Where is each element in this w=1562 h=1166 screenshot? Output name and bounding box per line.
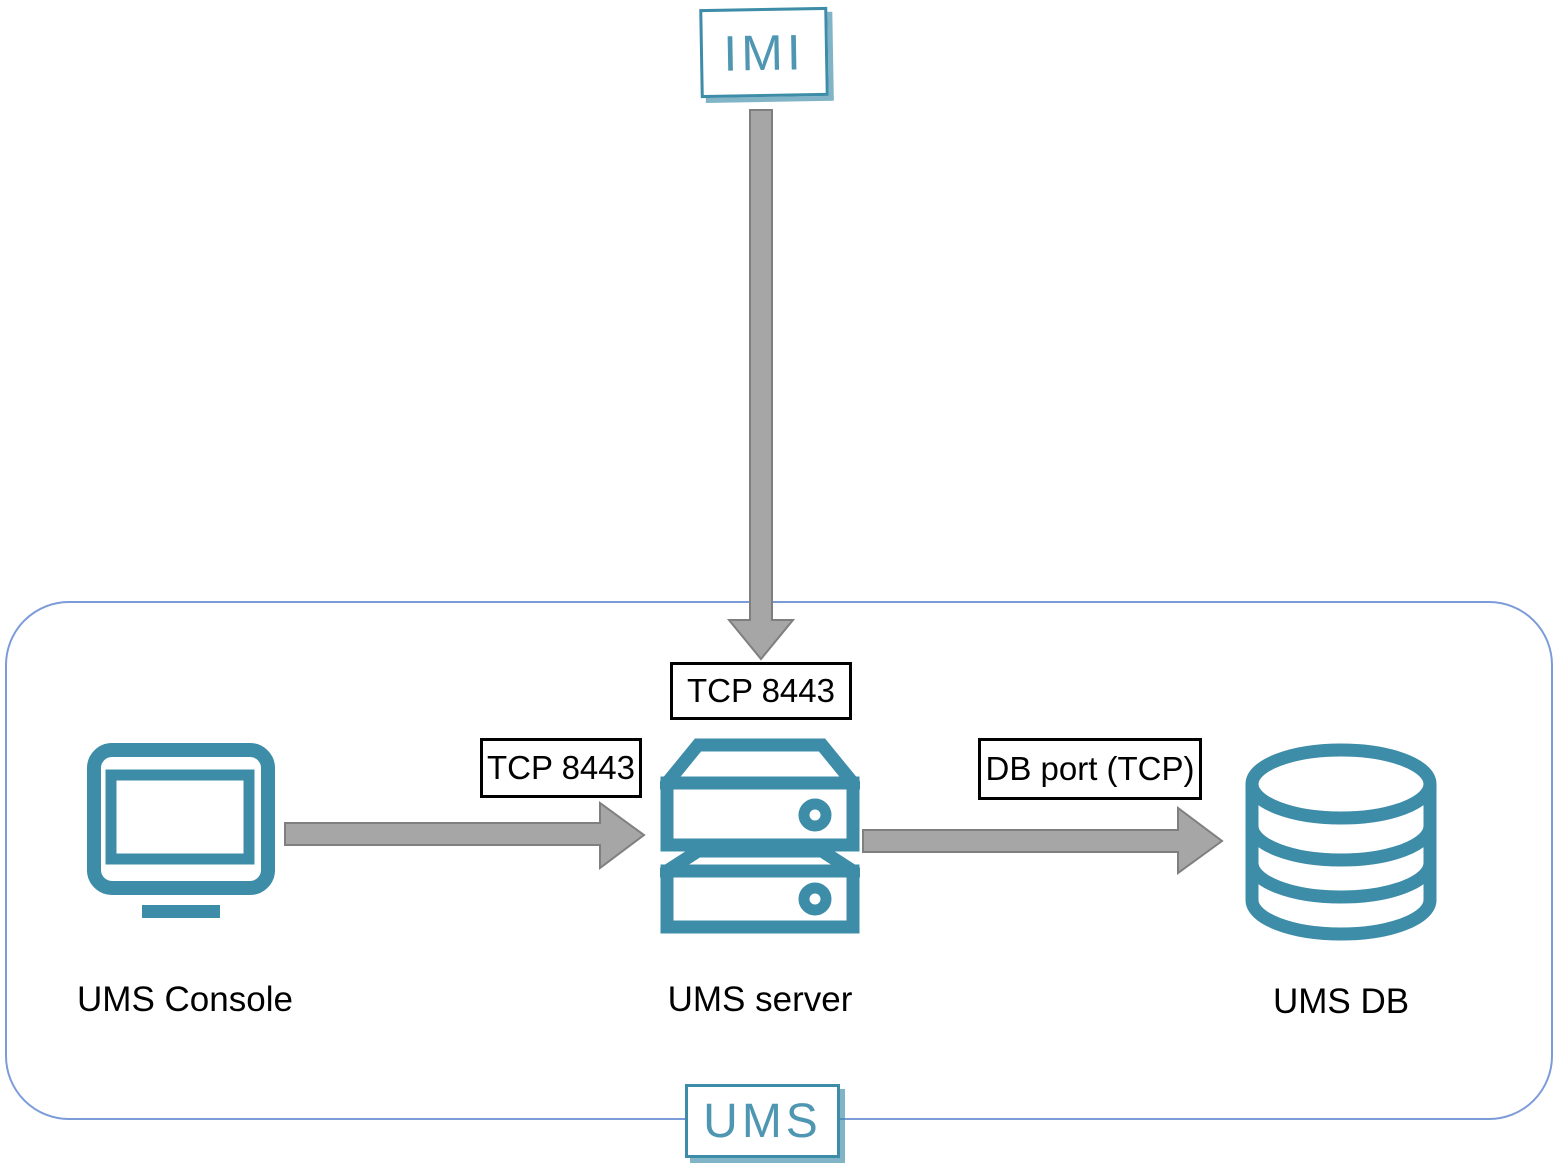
server-stack-icon (660, 738, 860, 934)
port-label-console-to-server: TCP 8443 (480, 738, 642, 798)
monitor-icon (87, 743, 275, 918)
port-label-text: DB port (TCP) (985, 750, 1195, 787)
ums-zone-tag: UMS (685, 1084, 840, 1158)
imi-node: IMI (699, 6, 829, 99)
node-label-ums-db: UMS DB (1272, 982, 1410, 1021)
port-label-text: TCP 8443 (687, 672, 835, 709)
port-label-server-to-db: DB port (TCP) (978, 738, 1202, 800)
node-label-ums-console: UMS Console (77, 980, 293, 1019)
ums-zone-label: UMS (703, 1094, 822, 1148)
port-label-text: TCP 8443 (487, 749, 635, 786)
node-label-ums-server: UMS server (667, 980, 853, 1019)
arrow-imi-to-ums-server (726, 109, 796, 661)
port-label-imi-to-server: TCP 8443 (670, 662, 852, 720)
imi-node-label: IMI (722, 23, 806, 82)
database-icon (1245, 743, 1437, 941)
